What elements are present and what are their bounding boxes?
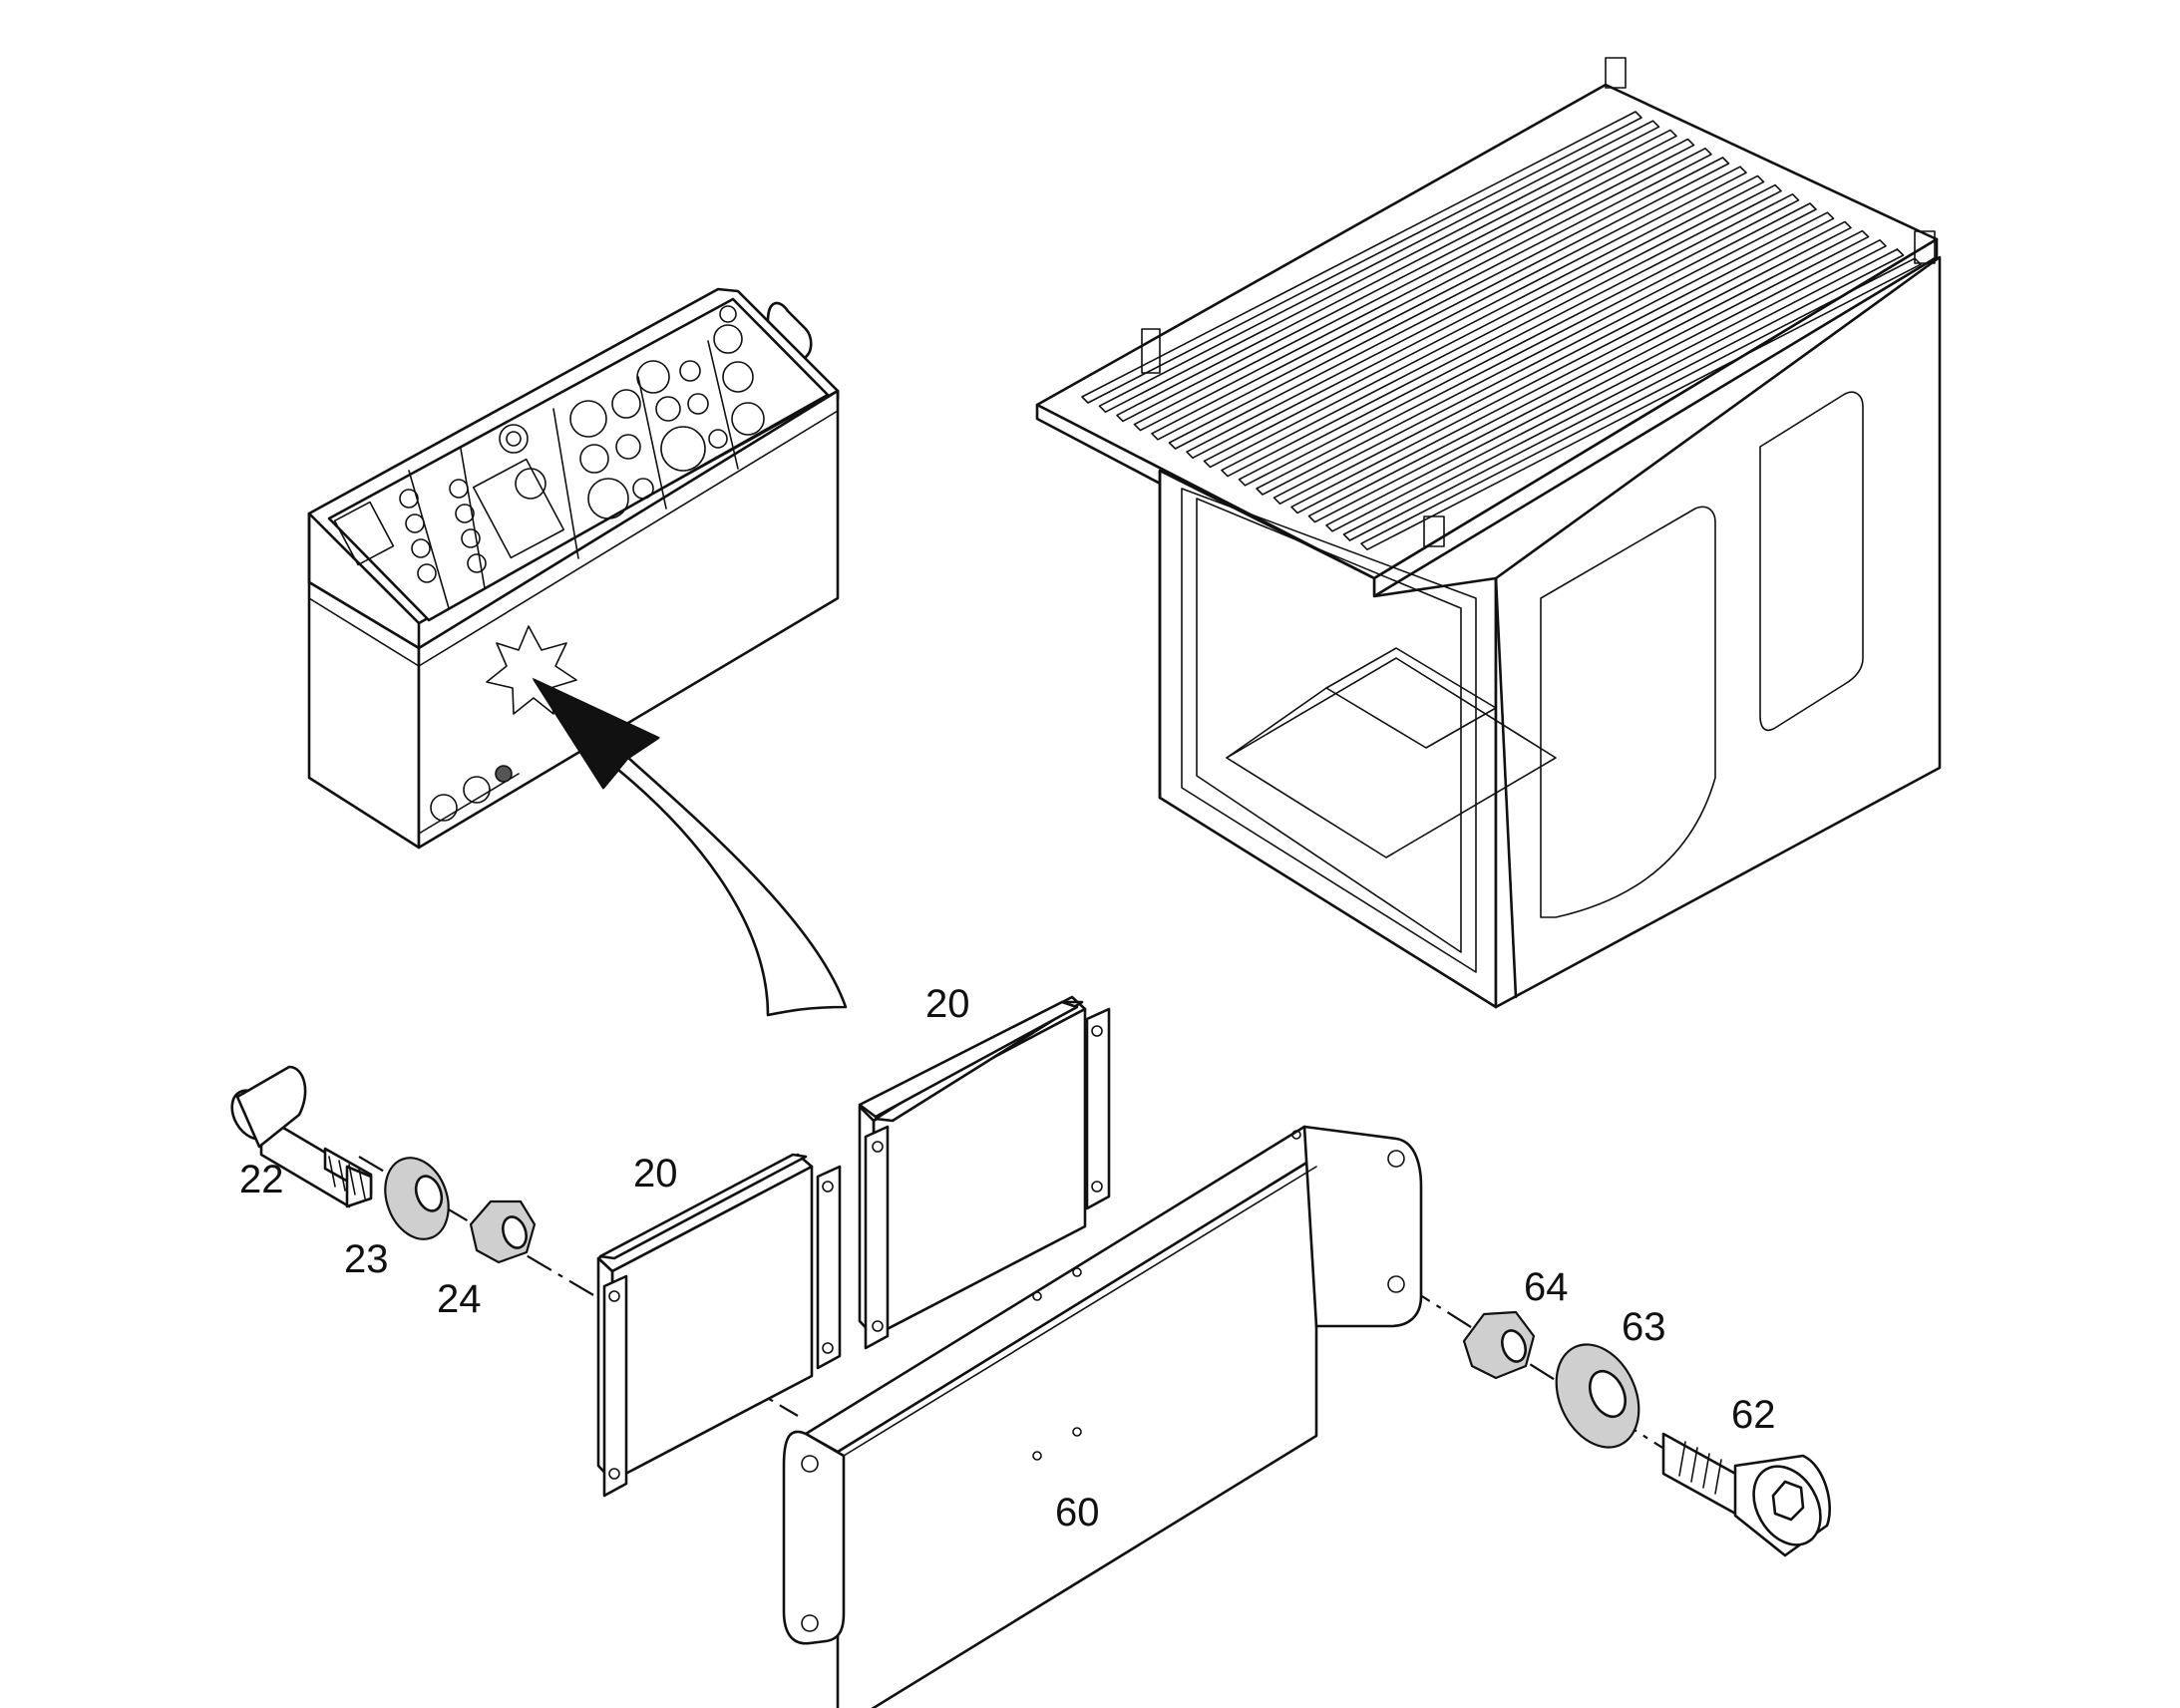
washer-63	[1555, 1343, 1640, 1449]
roof-rib	[1151, 148, 1712, 441]
callout-22: 22	[239, 1158, 284, 1201]
callout-20-front: 20	[633, 1152, 678, 1196]
roof-rib	[1272, 211, 1835, 505]
roof-rib	[1325, 239, 1887, 532]
callout-63: 63	[1622, 1305, 1666, 1349]
callout-24: 24	[437, 1277, 482, 1321]
roof-rib	[1168, 157, 1730, 450]
operator-cab-icon	[1035, 57, 1942, 1009]
location-arrow-icon	[532, 677, 848, 1017]
callout-20-rear: 20	[925, 982, 970, 1026]
bolt-62	[1661, 1432, 1831, 1557]
roof-rib	[1360, 257, 1922, 550]
nut-24	[469, 1199, 537, 1264]
callout-62: 62	[1731, 1393, 1776, 1437]
module-box-20-rear	[858, 995, 1111, 1350]
roof-rib	[1342, 248, 1905, 541]
roof-rib	[1290, 220, 1852, 514]
bolt-22	[230, 1065, 373, 1208]
callout-64: 64	[1524, 1265, 1569, 1309]
roof-rib	[1307, 229, 1870, 523]
roof-rib	[1238, 193, 1800, 487]
washer-23	[384, 1157, 450, 1240]
roof-rib	[1133, 138, 1695, 432]
mounting-bracket-60	[782, 1125, 1423, 1708]
callout-23: 23	[344, 1237, 389, 1281]
callout-60: 60	[1055, 1491, 1100, 1535]
roof-rib	[1203, 174, 1765, 469]
roof-rib	[1116, 129, 1677, 423]
roof-rib	[1221, 183, 1782, 478]
roof-rib	[1081, 111, 1642, 404]
module-box-20-front	[596, 1153, 842, 1498]
roof-rib	[1098, 120, 1660, 413]
roof-rib	[1256, 202, 1817, 496]
control-console-icon	[307, 287, 840, 850]
roof-rib	[1186, 166, 1747, 459]
nut-64	[1462, 1310, 1536, 1380]
